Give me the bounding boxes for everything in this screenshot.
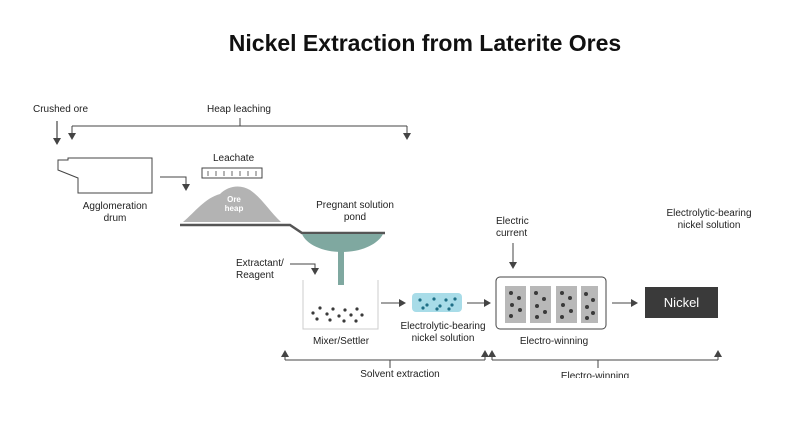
agglomeration-drum-label: Agglomeration drum: [82, 201, 148, 224]
electrolytic-solution-mid-label: Electrolytic-bearing nickel solution: [400, 321, 486, 344]
nickel-label: Nickel: [663, 295, 700, 310]
drum-to-heap-arrow: [160, 176, 190, 191]
leachate-sprayer: [201, 167, 263, 179]
mixer-settler-label: Mixer/Settler: [312, 336, 370, 347]
pregnant-solution-pond-label: Pregnant solution pond: [316, 200, 394, 223]
electro-winning-bracket: [488, 350, 722, 368]
leachate-label: Leachate: [213, 153, 255, 164]
electro-winning-cells: [495, 276, 607, 330]
mixer-settler: [302, 280, 379, 330]
agglomeration-drum: [57, 157, 153, 194]
leach-pad: [180, 223, 385, 235]
crushed-ore-label: Crushed ore: [33, 104, 89, 115]
electro-winning-stage-label: Electro-winning: [560, 371, 630, 382]
diagram-title: Nickel Extraction from Laterite Ores: [228, 30, 622, 56]
pregnant-solution-pond-shape: [302, 234, 383, 252]
pond-outlet-pipe: [338, 251, 344, 285]
heap-leaching-bracket: [68, 118, 411, 140]
solvent-extraction-bracket: [281, 350, 489, 368]
image-crop-edge: [0, 378, 800, 424]
extractant-arrow: [290, 263, 319, 275]
heap-leaching-label: Heap leaching: [207, 104, 271, 115]
electro-winning-label: Electro-winning: [519, 336, 589, 347]
electric-current-label: Electric current: [496, 216, 529, 239]
solvent-extraction-label: Solvent extraction: [360, 369, 440, 380]
extractant-reagent-label: Extractant/ Reagent: [236, 258, 284, 281]
nickel-product: Nickel: [645, 287, 718, 318]
electrolytic-solution-capsule: [412, 293, 462, 312]
ore-heap-shape: [183, 186, 281, 222]
ore-heap-label: Ore heap: [224, 195, 244, 213]
electrolytic-solution-right-label: Electrolytic-bearing nickel solution: [666, 208, 752, 231]
